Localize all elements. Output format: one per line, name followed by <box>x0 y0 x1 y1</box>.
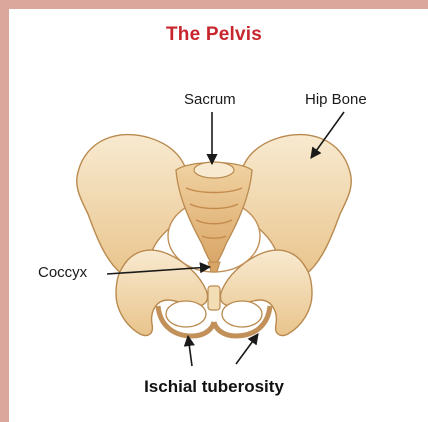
sacral-promontory <box>194 162 234 178</box>
label-ischial-tuberosity: Ischial tuberosity <box>0 377 428 397</box>
pubic-symphysis <box>208 286 220 310</box>
label-coccyx: Coccyx <box>38 264 87 281</box>
right-obturator-foramen <box>222 301 262 327</box>
ischial-arrow-left <box>188 336 192 366</box>
left-obturator-foramen <box>166 301 206 327</box>
ischial-arrow-right <box>236 334 258 364</box>
label-hip-bone: Hip Bone <box>305 91 367 108</box>
label-sacrum: Sacrum <box>184 91 236 108</box>
